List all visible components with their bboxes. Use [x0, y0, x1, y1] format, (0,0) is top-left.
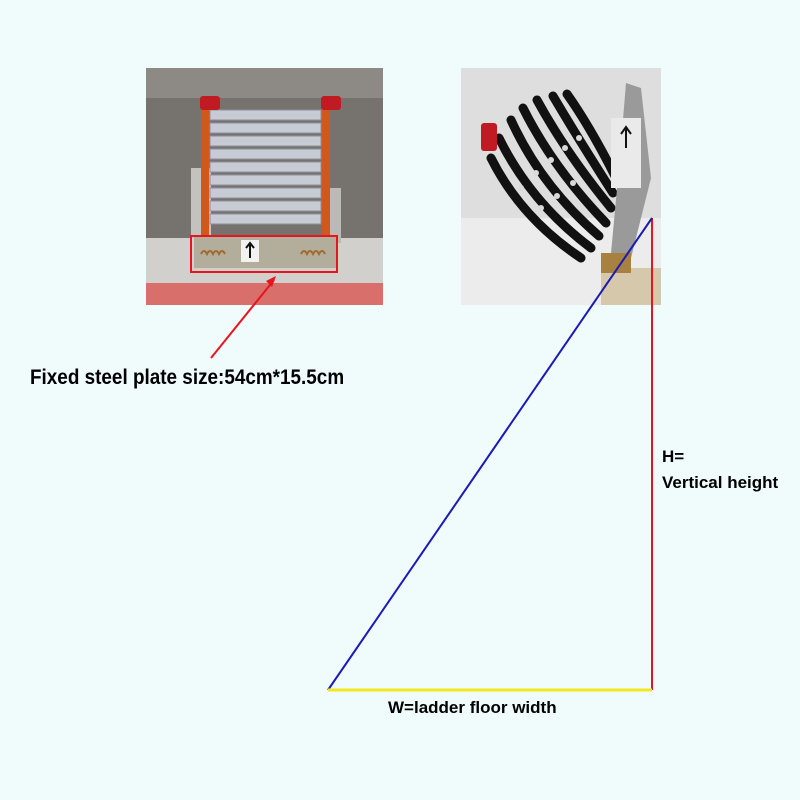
ladder-ceiling-photo	[146, 68, 383, 305]
ladder-mechanism-photo	[461, 68, 661, 305]
height-description-label: Vertical height	[662, 473, 779, 492]
width-label: W=ladder floor width	[388, 698, 557, 717]
plate-size-label: Fixed steel plate size:54cm*15.5cm	[30, 366, 345, 389]
height-symbol-label: H=	[662, 447, 685, 466]
